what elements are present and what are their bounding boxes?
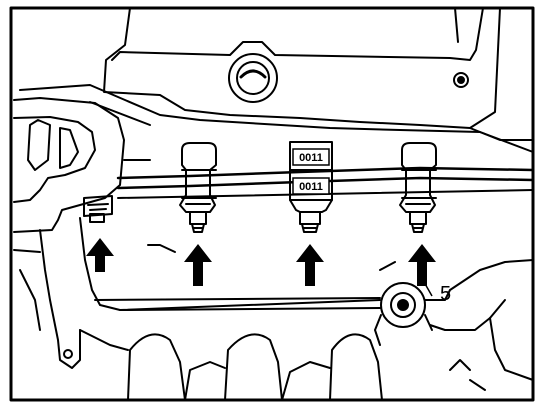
- arrow-3: [296, 244, 324, 286]
- left-bracket: [13, 97, 151, 369]
- reference-number-5: 5: [440, 283, 451, 305]
- tag-label-lower: 0011: [292, 177, 330, 195]
- tag-label-upper: 0011: [292, 148, 330, 166]
- tag-label-lower-text: 0011: [299, 181, 323, 193]
- arrow-2: [184, 244, 212, 286]
- arrow-1: [86, 238, 114, 272]
- injector-4: [399, 142, 437, 233]
- lower-casting: [79, 217, 534, 401]
- reference-leader-line: [423, 281, 433, 297]
- injector-1: [83, 195, 113, 223]
- upper-round-boss: [228, 53, 278, 103]
- arrow-4: [408, 244, 436, 286]
- injector-3: [289, 141, 333, 233]
- lower-round-boss: [380, 282, 426, 328]
- frame-border: [9, 6, 535, 402]
- tag-label-upper-text: 0011: [299, 152, 323, 164]
- cylinder-head-outline: [19, 7, 534, 153]
- injector-2: [179, 142, 217, 233]
- top-right-bolt: [453, 72, 469, 88]
